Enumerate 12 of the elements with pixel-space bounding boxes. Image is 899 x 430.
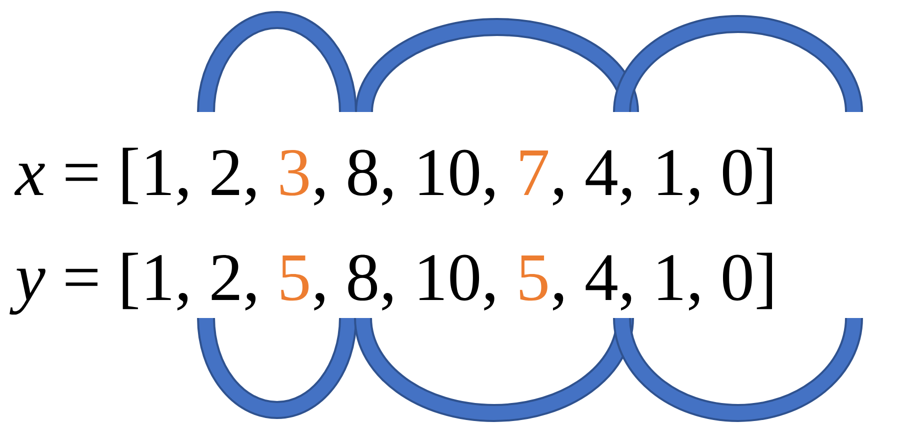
equation-text: x = [ — [14, 148, 138, 204]
equation-text: , 4, 1, 0] — [552, 148, 772, 206]
equation-text: y = [ — [10, 252, 138, 315]
equation-text: 5 — [520, 255, 548, 301]
equation-text: 7 — [520, 150, 548, 195]
equation-text: , 8, 10, — [314, 150, 494, 206]
equation-text: 5 — [281, 255, 309, 301]
equation-text: 3 — [280, 150, 309, 196]
equation-text: 1, 2, — [146, 254, 256, 310]
equation-text: 1, 2, — [146, 150, 256, 206]
equation-text: , 4, 1, 0] — [553, 252, 772, 310]
equation-text: , 8, 10, — [314, 254, 494, 310]
